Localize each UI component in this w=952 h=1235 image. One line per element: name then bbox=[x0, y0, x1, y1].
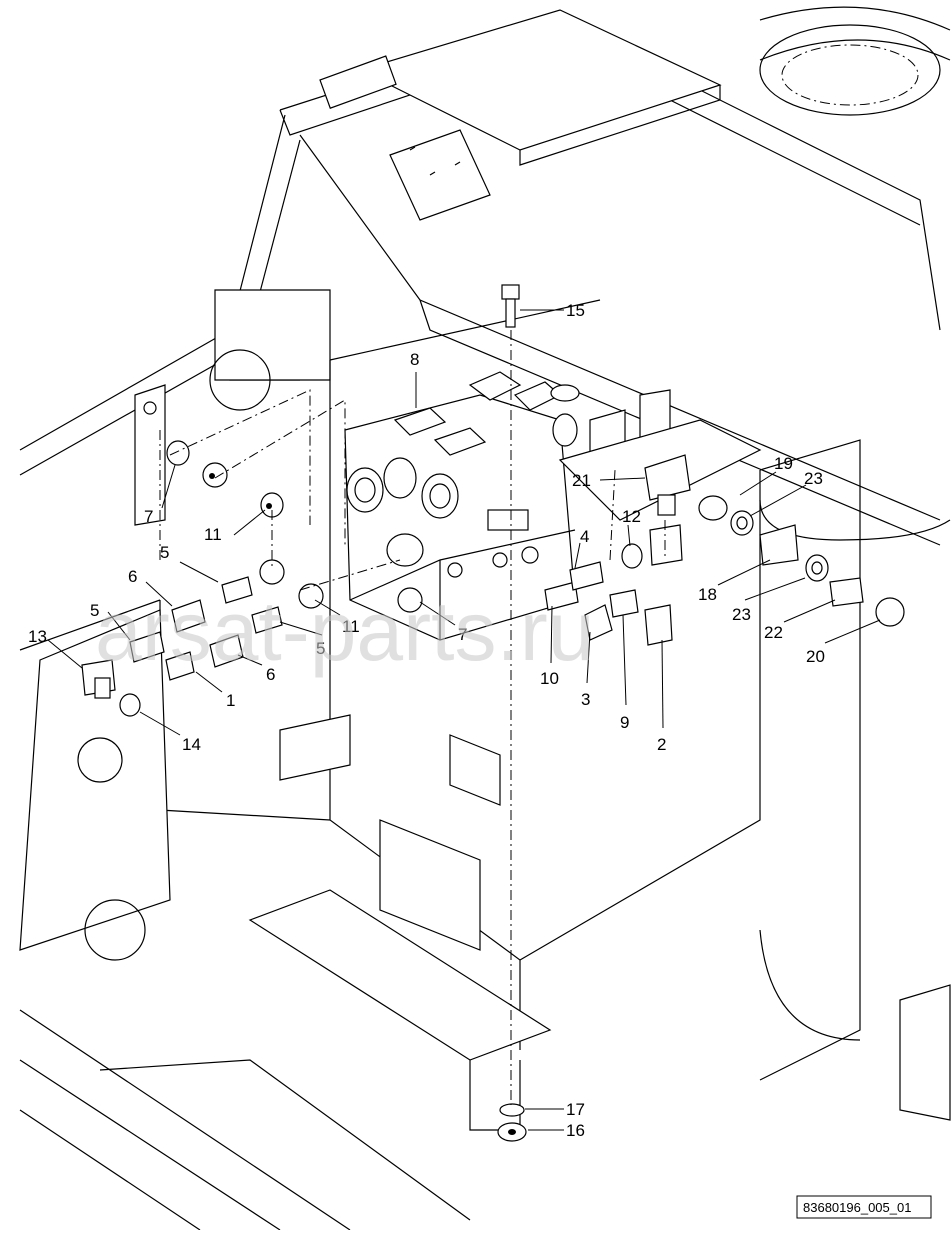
callout-8: 8 bbox=[410, 350, 419, 369]
valve-block bbox=[344, 371, 762, 641]
callout-labels: 15 8 19 23 21 12 4 7 11 5 6 5 13 11 5 7 … bbox=[28, 301, 825, 1140]
dashed-centerlines bbox=[159, 330, 666, 1105]
callout-5: 5 bbox=[316, 639, 325, 658]
callout-22: 22 bbox=[764, 623, 783, 642]
callout-1: 1 bbox=[226, 691, 235, 710]
callout-11: 11 bbox=[342, 617, 360, 636]
callout-2: 2 bbox=[657, 735, 666, 754]
callout-20: 20 bbox=[806, 647, 825, 666]
callout-3: 3 bbox=[581, 690, 590, 709]
callout-17: 17 bbox=[566, 1100, 585, 1119]
document-id: 83680196_005_01 bbox=[803, 1200, 911, 1215]
callout-16: 16 bbox=[566, 1121, 585, 1140]
watermark-text: arsat-parts.ru bbox=[95, 584, 595, 678]
callout-21: 21 bbox=[572, 471, 591, 490]
callout-5: 5 bbox=[160, 543, 169, 562]
fittings bbox=[81, 284, 905, 1142]
callout-19: 19 bbox=[774, 454, 793, 473]
callout-23: 23 bbox=[804, 469, 823, 488]
callout-9: 9 bbox=[620, 713, 629, 732]
callout-6: 6 bbox=[128, 567, 137, 586]
callout-23: 23 bbox=[732, 605, 751, 624]
leader-lines bbox=[47, 309, 881, 1131]
callout-7: 7 bbox=[458, 625, 467, 644]
callout-15: 15 bbox=[566, 301, 585, 320]
callout-13: 13 bbox=[28, 627, 47, 646]
callout-4: 4 bbox=[580, 527, 589, 546]
callout-12: 12 bbox=[622, 507, 641, 526]
callout-18: 18 bbox=[698, 585, 717, 604]
callout-14: 14 bbox=[182, 735, 201, 754]
callout-11: 11 bbox=[204, 525, 222, 544]
callout-5: 5 bbox=[90, 601, 99, 620]
callout-7: 7 bbox=[144, 507, 153, 526]
document-id-box: 83680196_005_01 bbox=[796, 1195, 932, 1219]
callout-10: 10 bbox=[540, 669, 559, 688]
callout-6: 6 bbox=[266, 665, 275, 684]
